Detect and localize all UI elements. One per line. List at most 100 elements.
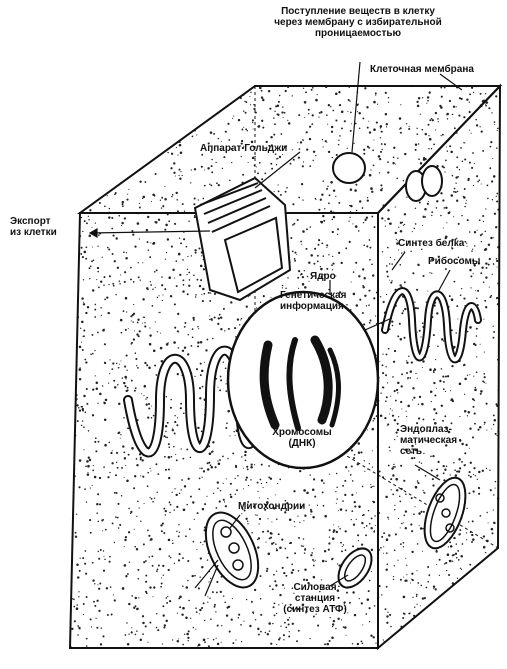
- stipple-dot: [131, 343, 132, 344]
- stipple-dot: [436, 550, 438, 552]
- power-station-label: Силовая станция (синтез АТФ): [265, 582, 365, 615]
- stipple-dot: [283, 572, 285, 574]
- stipple-dot: [366, 245, 368, 247]
- stipple-dot: [107, 247, 109, 249]
- stipple-dot: [181, 489, 182, 490]
- stipple-dot: [203, 268, 205, 270]
- stipple-dot: [87, 465, 90, 468]
- stipple-dot: [331, 126, 333, 128]
- stipple-dot: [207, 602, 208, 603]
- stipple-dot: [261, 90, 263, 92]
- stipple-dot: [373, 101, 376, 104]
- stipple-dot: [276, 549, 278, 551]
- stipple-dot: [182, 644, 184, 646]
- stipple-dot: [162, 205, 164, 207]
- stipple-dot: [281, 538, 283, 540]
- stipple-dot: [302, 199, 303, 200]
- stipple-dot: [168, 446, 170, 448]
- stipple-dot: [470, 287, 471, 288]
- stipple-dot: [369, 259, 371, 261]
- stipple-dot: [133, 338, 135, 340]
- stipple-dot: [395, 164, 396, 165]
- stipple-dot: [389, 223, 390, 224]
- stipple-dot: [163, 626, 165, 628]
- stipple-dot: [215, 611, 216, 612]
- stipple-dot: [422, 360, 424, 362]
- stipple-dot: [136, 548, 138, 550]
- stipple-dot: [170, 295, 172, 297]
- stipple-dot: [132, 234, 134, 236]
- stipple-dot: [176, 459, 178, 461]
- stipple-dot: [201, 255, 202, 256]
- stipple-dot: [270, 297, 271, 298]
- stipple-dot: [246, 477, 248, 479]
- stipple-dot: [280, 194, 282, 196]
- stipple-dot: [418, 469, 420, 471]
- stipple-dot: [449, 541, 451, 543]
- stipple-dot: [304, 552, 306, 554]
- stipple-dot: [153, 415, 155, 417]
- stipple-dot: [144, 322, 145, 323]
- stipple-dot: [158, 295, 159, 296]
- stipple-dot: [184, 211, 185, 212]
- stipple-dot: [104, 444, 107, 447]
- stipple-dot: [156, 613, 158, 615]
- stipple-dot: [488, 107, 490, 109]
- stipple-dot: [184, 326, 186, 328]
- stipple-dot: [339, 104, 341, 106]
- stipple-dot: [358, 112, 360, 114]
- stipple-dot: [330, 106, 331, 107]
- stipple-dot: [394, 466, 396, 468]
- stipple-dot: [217, 323, 219, 325]
- stipple-dot: [318, 244, 320, 246]
- stipple-dot: [122, 445, 124, 447]
- stipple-dot: [493, 326, 494, 327]
- stipple-dot: [435, 359, 436, 360]
- stipple-dot: [488, 522, 489, 523]
- stipple-dot: [235, 494, 236, 495]
- stipple-dot: [79, 367, 80, 368]
- stipple-dot: [168, 276, 171, 279]
- stipple-dot: [351, 465, 353, 467]
- stipple-dot: [105, 529, 107, 531]
- stipple-dot: [286, 187, 288, 189]
- stipple-dot: [358, 442, 361, 445]
- stipple-dot: [135, 634, 137, 636]
- stipple-dot: [469, 93, 471, 95]
- stipple-dot: [420, 511, 422, 513]
- stipple-dot: [82, 349, 84, 351]
- stipple-dot: [194, 197, 196, 199]
- stipple-dot: [259, 523, 260, 524]
- stipple-dot: [172, 639, 173, 640]
- stipple-dot: [372, 274, 374, 276]
- stipple-dot: [350, 188, 353, 191]
- stipple-dot: [192, 317, 194, 319]
- stipple-dot: [458, 115, 460, 117]
- stipple-dot: [254, 464, 255, 465]
- stipple-dot: [145, 575, 147, 577]
- stipple-dot: [476, 335, 478, 337]
- stipple-dot: [206, 339, 208, 341]
- stipple-dot: [420, 605, 421, 606]
- stipple-dot: [167, 596, 168, 597]
- stipple-dot: [265, 542, 266, 543]
- stipple-dot: [298, 537, 300, 539]
- stipple-dot: [260, 598, 262, 600]
- stipple-dot: [97, 493, 99, 495]
- stipple-dot: [247, 523, 248, 524]
- stipple-dot: [111, 614, 113, 616]
- stipple-dot: [369, 607, 371, 609]
- stipple-dot: [380, 125, 383, 128]
- stipple-dot: [241, 641, 242, 642]
- stipple-dot: [312, 114, 314, 116]
- stipple-dot: [448, 546, 449, 547]
- stipple-dot: [343, 544, 344, 545]
- stipple-dot: [240, 319, 241, 320]
- stipple-dot: [125, 575, 127, 577]
- stipple-dot: [281, 133, 283, 135]
- stipple-dot: [198, 587, 200, 589]
- stipple-dot: [390, 282, 392, 284]
- stipple-dot: [422, 551, 423, 552]
- stipple-dot: [422, 490, 423, 491]
- stipple-dot: [371, 527, 373, 529]
